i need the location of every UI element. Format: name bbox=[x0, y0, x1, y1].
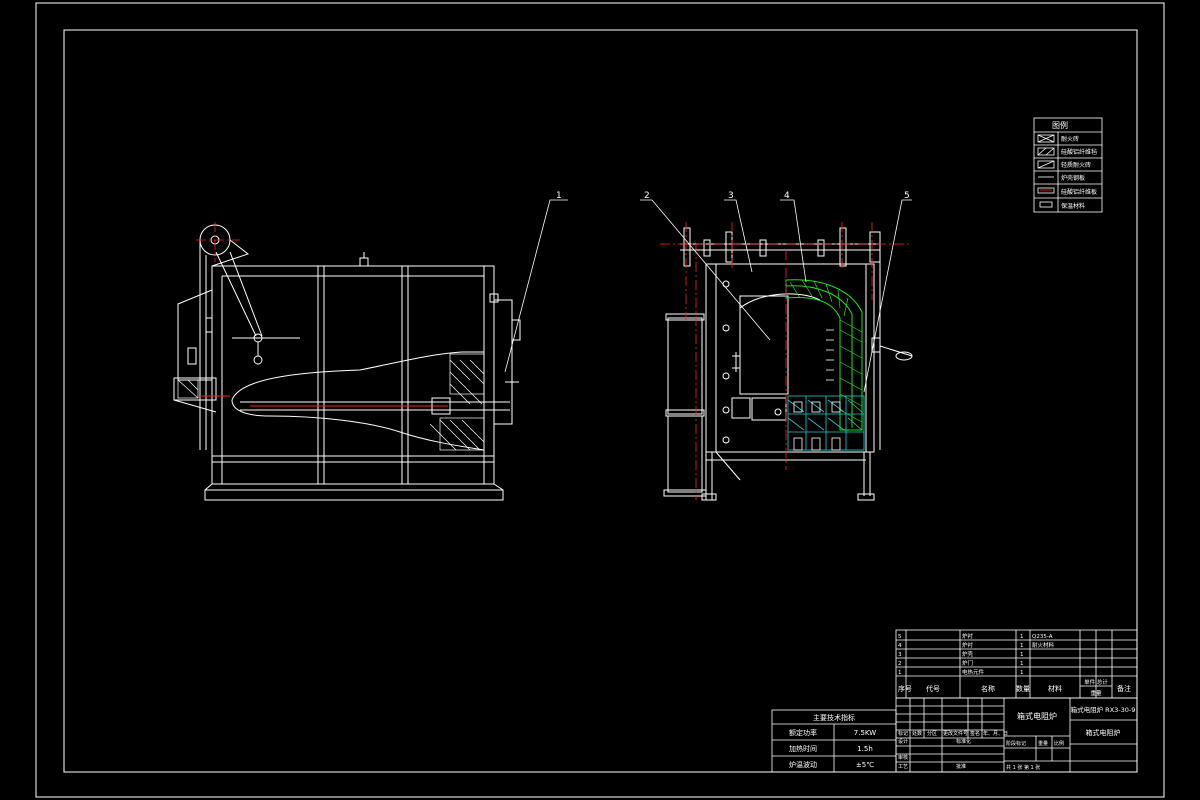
parts-header-material: 材料 bbox=[1048, 684, 1062, 693]
front-view bbox=[663, 227, 913, 501]
legend-title: 图例 bbox=[1052, 120, 1068, 130]
parts-material: Q235-A bbox=[1032, 634, 1053, 640]
tech-value: 1.5h bbox=[857, 745, 873, 753]
parts-qty: 1 bbox=[1020, 643, 1024, 649]
side-view bbox=[173, 224, 521, 501]
legend-item: 耐火砖 bbox=[1061, 135, 1079, 143]
insulation-lining bbox=[785, 279, 863, 431]
title-block bbox=[895, 697, 1138, 773]
tb-mark: 标记 bbox=[898, 730, 908, 737]
callout-labels: 1 2 3 4 5 bbox=[556, 191, 910, 201]
parts-header-name: 名称 bbox=[981, 684, 995, 693]
parts-header-remark: 备注 bbox=[1117, 684, 1131, 693]
legend-item: 硅酸铝纤维毡 bbox=[1061, 148, 1097, 156]
parts-name: 电热元件 bbox=[962, 668, 985, 676]
centerlines bbox=[196, 222, 910, 500]
parts-list bbox=[895, 629, 1138, 699]
drawing-model: 箱式电阻炉 RX3-30-9 bbox=[1071, 705, 1136, 714]
tech-value: ±5℃ bbox=[856, 761, 874, 769]
parts-qty: 1 bbox=[1020, 670, 1024, 676]
leader-lines bbox=[504, 199, 912, 393]
callout-1: 1 bbox=[556, 191, 562, 201]
parts-no: 4 bbox=[898, 643, 902, 649]
parts-header-no: 序号 bbox=[898, 684, 912, 693]
brick-bed-notches bbox=[793, 401, 841, 451]
parts-material: 耐火材料 bbox=[1032, 641, 1055, 649]
tb-weight: 重量 bbox=[1038, 740, 1048, 747]
parts-no: 3 bbox=[898, 652, 902, 658]
parts-header-code: 代号 bbox=[926, 684, 940, 693]
tb-designer: 设计 bbox=[898, 738, 908, 745]
brick-bed bbox=[787, 395, 865, 451]
parts-name: 炉门 bbox=[962, 659, 973, 667]
parts-header-weight2: 重量 bbox=[1090, 689, 1102, 697]
parts-header-weight: 单件 总计 bbox=[1084, 678, 1108, 686]
tech-value: 7.5KW bbox=[854, 729, 876, 737]
tb-zone: 分区 bbox=[927, 730, 937, 737]
tb-approve: 批准 bbox=[956, 763, 966, 770]
tech-label: 炉温波动 bbox=[789, 760, 817, 769]
tb-check: 审核 bbox=[898, 754, 908, 761]
callout-3: 3 bbox=[728, 191, 734, 201]
tb-count: 处数 bbox=[912, 730, 922, 737]
callout-5: 5 bbox=[904, 191, 910, 201]
parts-name: 炉衬 bbox=[962, 632, 974, 640]
legend-item: 轻质耐火砖 bbox=[1061, 161, 1091, 169]
parts-no: 5 bbox=[898, 634, 902, 640]
parts-no: 1 bbox=[898, 670, 902, 676]
parts-name: 炉衬 bbox=[962, 641, 974, 649]
legend bbox=[1033, 117, 1103, 213]
tb-process: 工艺 bbox=[898, 764, 908, 770]
callout-4: 4 bbox=[784, 191, 790, 201]
inner-frame bbox=[63, 29, 1138, 773]
tb-scale: 比例 bbox=[1054, 740, 1064, 747]
tb-sheet: 共 1 张 第 1 张 bbox=[1006, 764, 1040, 771]
legend-item: 硅酸铝纤维板 bbox=[1061, 188, 1097, 196]
tb-sign: 签名 bbox=[970, 730, 980, 737]
tech-label: 加热时间 bbox=[789, 744, 817, 753]
tech-table-title: 主要技术指标 bbox=[813, 713, 855, 722]
tb-standard: 标准化 bbox=[956, 738, 971, 745]
legend-item: 炉壳钢板 bbox=[1061, 174, 1085, 182]
legend-item: 保温材料 bbox=[1061, 202, 1085, 210]
drawing-title: 箱式电阻炉 bbox=[1086, 728, 1121, 737]
parts-name: 炉壳 bbox=[962, 650, 974, 658]
parts-qty: 1 bbox=[1020, 634, 1024, 640]
outer-frame bbox=[35, 2, 1165, 798]
callout-2: 2 bbox=[644, 191, 650, 201]
tb-date: 年、月、日 bbox=[983, 730, 1008, 737]
tech-table bbox=[771, 709, 897, 773]
parts-qty: 1 bbox=[1020, 661, 1024, 667]
drawing-name: 箱式电阻炉 bbox=[1017, 711, 1057, 721]
tb-change-no: 更改文件号 bbox=[943, 730, 968, 737]
parts-qty: 1 bbox=[1020, 652, 1024, 658]
parts-header-qty: 数量 bbox=[1016, 684, 1030, 693]
parts-no: 2 bbox=[898, 661, 902, 667]
tb-stage: 阶段标记 bbox=[1006, 740, 1026, 747]
tech-label: 额定功率 bbox=[789, 728, 817, 737]
